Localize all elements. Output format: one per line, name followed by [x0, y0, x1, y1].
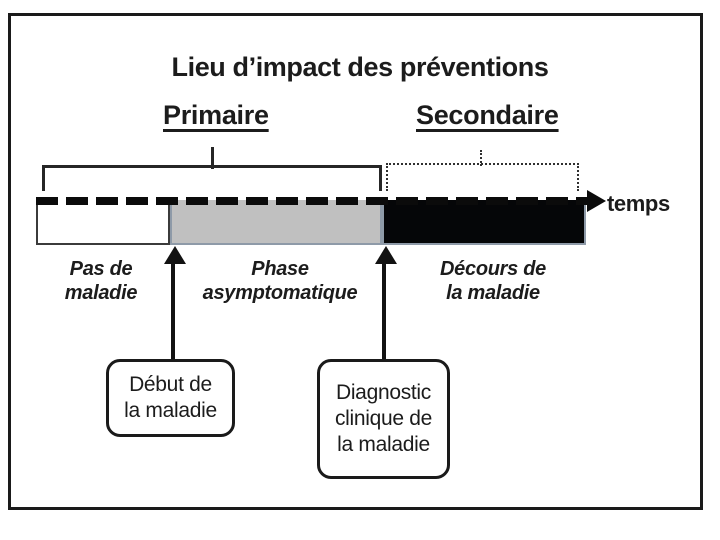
caption-disease-line1: Décours de — [440, 258, 546, 280]
segment-healthy — [36, 200, 170, 245]
timeline-dashed-axis — [36, 197, 588, 205]
secondary-prevention-label: Secondaire — [416, 100, 559, 130]
caption-healthy-line1: Pas de — [69, 258, 133, 280]
callout-clinical-diagnosis-line3: la maladie — [337, 433, 430, 457]
callout-clinical-diagnosis-line1: Diagnostic — [335, 380, 432, 404]
page-title: Lieu d’impact des préventions — [171, 52, 549, 82]
callout-disease-onset: Début de la maladie — [106, 359, 235, 437]
callout-clinical-diagnosis-line2: clinique de — [334, 406, 433, 430]
caption-disease-line2: la maladie — [446, 281, 540, 304]
segment-asymptomatic — [170, 200, 382, 245]
callout-disease-onset-line1: Début de — [129, 372, 212, 396]
time-axis-label: temps — [607, 191, 670, 216]
caption-asymptomatic: Phase asymptomatique — [182, 258, 378, 305]
connector-line-clinical-diagnosis — [382, 260, 386, 360]
callout-clinical-diagnosis: Diagnostic clinique de la maladie — [317, 359, 450, 479]
up-arrow-icon-clinical-diagnosis — [375, 246, 397, 264]
primary-prevention-label: Primaire — [163, 100, 269, 130]
caption-asymptomatic-line2: asymptomatique — [202, 281, 358, 304]
segment-disease-course — [382, 200, 586, 245]
connector-line-disease-onset — [171, 260, 175, 360]
right-arrow-icon — [587, 190, 606, 212]
secondary-prevention-bracket — [386, 163, 579, 191]
caption-disease-course: Décours de la maladie — [404, 258, 582, 305]
up-arrow-icon-disease-onset — [164, 246, 186, 264]
primary-prevention-bracket — [42, 165, 382, 191]
primary-bracket-tick — [211, 147, 214, 169]
callout-disease-onset-line2: la maladie — [124, 399, 217, 422]
timeline-bar — [36, 200, 586, 245]
secondary-bracket-tick — [480, 150, 482, 166]
caption-healthy: Pas de maladie — [36, 258, 166, 305]
caption-healthy-line2: maladie — [64, 281, 138, 304]
caption-asymptomatic-line1: Phase — [251, 258, 309, 280]
